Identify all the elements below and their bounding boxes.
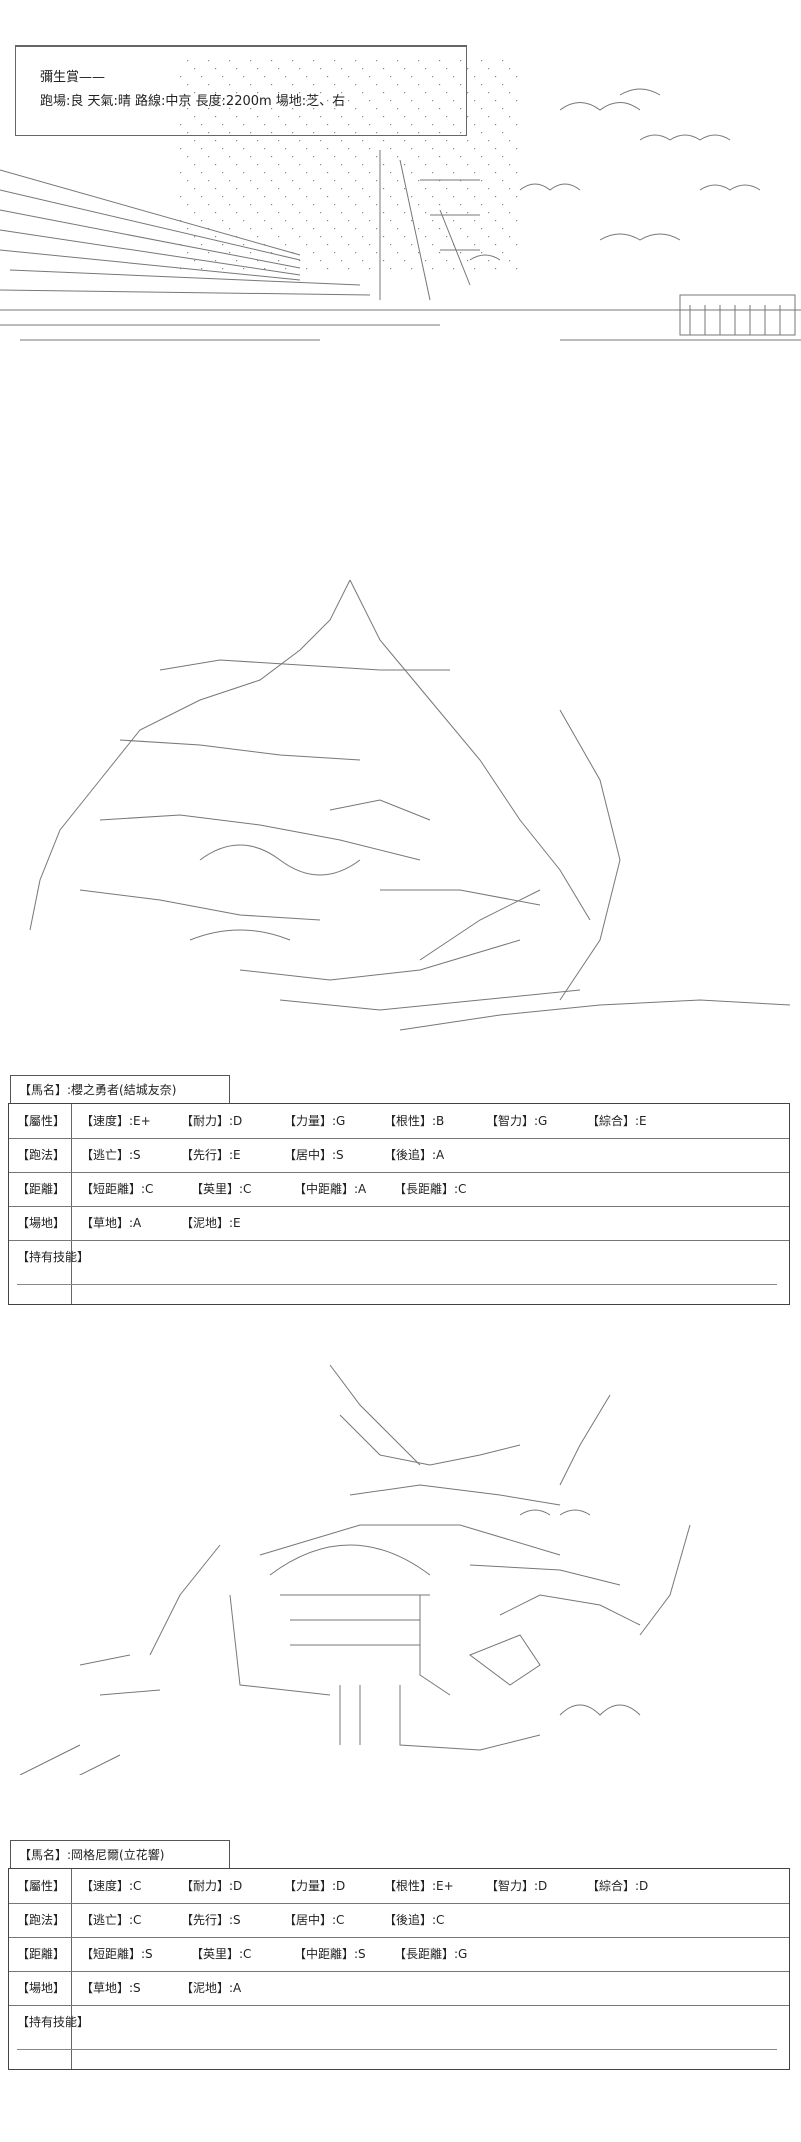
horse1-name-tab: 【馬名】:櫻之勇者(結城友奈) (10, 1075, 230, 1105)
surface-dirt: 【泥地】:A (181, 1981, 242, 1995)
dist-long: 【長距離】:C (394, 1182, 467, 1196)
stat-power: 【力量】:D (284, 1879, 346, 1893)
stat-power: 【力量】:G (284, 1114, 346, 1128)
dist-short: 【短距離】:C (81, 1182, 154, 1196)
horse2-row-skills: 【持有技能】 (9, 2005, 789, 2069)
horse1-row-style: 【跑法】 【逃亡】:S 【先行】:E 【居中】:S 【後追】:A (9, 1138, 789, 1173)
dist-medium: 【中距離】:S (294, 1947, 366, 1961)
racecourse-ascii-art (0, 40, 801, 480)
horse2-ascii-art (0, 1355, 801, 1775)
horse1-ascii-art (0, 560, 801, 1085)
horse2-name-tab: 【馬名】:岡格尼爾(立花響) (10, 1840, 230, 1870)
stat-guts: 【根性】:B (384, 1114, 445, 1128)
dist-long: 【長距離】:G (394, 1947, 468, 1961)
horse1-stats-table: 【屬性】 【速度】:E+ 【耐力】:D 【力量】:G 【根性】:B 【智力】:G… (8, 1103, 790, 1305)
surface-dirt: 【泥地】:E (181, 1216, 241, 1230)
style-lead: 【先行】:E (181, 1148, 241, 1162)
horse1-row-skills: 【持有技能】 (9, 1240, 789, 1304)
stat-wisdom: 【智力】:D (486, 1879, 548, 1893)
horse2-row-distance: 【距離】 【短距離】:S 【英里】:C 【中距離】:S 【長距離】:G (9, 1937, 789, 1972)
stat-speed: 【速度】:C (81, 1879, 142, 1893)
style-chase: 【後追】:C (384, 1913, 445, 1927)
style-lead: 【先行】:S (181, 1913, 241, 1927)
stat-guts: 【根性】:E+ (384, 1879, 454, 1893)
race-conditions: 跑場:良 天氣:晴 路線:中京 長度:2200m 場地:芝、右 (40, 94, 346, 109)
surface-turf: 【草地】:S (81, 1981, 141, 1995)
dist-mile: 【英里】:C (191, 1947, 252, 1961)
row-label: 【跑法】 (17, 1913, 66, 1927)
dist-mile: 【英里】:C (191, 1182, 252, 1196)
horse1-row-distance: 【距離】 【短距離】:C 【英里】:C 【中距離】:A 【長距離】:C (9, 1172, 789, 1207)
row-label: 【場地】 (17, 1981, 66, 1995)
dist-short: 【短距離】:S (81, 1947, 153, 1961)
stat-overall: 【綜合】:D (587, 1879, 649, 1893)
style-middle: 【居中】:C (284, 1913, 345, 1927)
row-label: 【距離】 (17, 1182, 66, 1196)
surface-turf: 【草地】:A (81, 1216, 142, 1230)
horse1-name: 【馬名】:櫻之勇者(結城友奈) (19, 1083, 177, 1097)
row-label: 【屬性】 (17, 1114, 66, 1128)
horse1-row-attributes: 【屬性】 【速度】:E+ 【耐力】:D 【力量】:G 【根性】:B 【智力】:G… (9, 1104, 789, 1139)
row-label: 【持有技能】 (17, 1250, 90, 1264)
stat-stamina: 【耐力】:D (181, 1879, 243, 1893)
style-escape: 【逃亡】:S (81, 1148, 141, 1162)
row-label: 【持有技能】 (17, 2015, 90, 2029)
row-label: 【距離】 (17, 1947, 66, 1961)
race-title: 彌生賞—— (40, 70, 106, 85)
row-label: 【屬性】 (17, 1879, 66, 1893)
style-chase: 【後追】:A (384, 1148, 445, 1162)
horse2-name: 【馬名】:岡格尼爾(立花響) (19, 1848, 165, 1862)
stat-overall: 【綜合】:E (587, 1114, 647, 1128)
row-label: 【場地】 (17, 1216, 66, 1230)
stat-speed: 【速度】:E+ (81, 1114, 151, 1128)
horse2-stats-table: 【屬性】 【速度】:C 【耐力】:D 【力量】:D 【根性】:E+ 【智力】:D… (8, 1868, 790, 2070)
horse2-row-attributes: 【屬性】 【速度】:C 【耐力】:D 【力量】:D 【根性】:E+ 【智力】:D… (9, 1869, 789, 1904)
style-middle: 【居中】:S (284, 1148, 344, 1162)
dist-medium: 【中距離】:A (294, 1182, 367, 1196)
horse1-row-surface: 【場地】 【草地】:A 【泥地】:E (9, 1206, 789, 1241)
horse2-row-surface: 【場地】 【草地】:S 【泥地】:A (9, 1971, 789, 2006)
stat-wisdom: 【智力】:G (486, 1114, 548, 1128)
style-escape: 【逃亡】:C (81, 1913, 142, 1927)
race-title-box: 彌生賞—— 跑場:良 天氣:晴 路線:中京 長度:2200m 場地:芝、右 (15, 45, 467, 136)
row-label: 【跑法】 (17, 1148, 66, 1162)
stat-stamina: 【耐力】:D (181, 1114, 243, 1128)
horse2-row-style: 【跑法】 【逃亡】:C 【先行】:S 【居中】:C 【後追】:C (9, 1903, 789, 1938)
